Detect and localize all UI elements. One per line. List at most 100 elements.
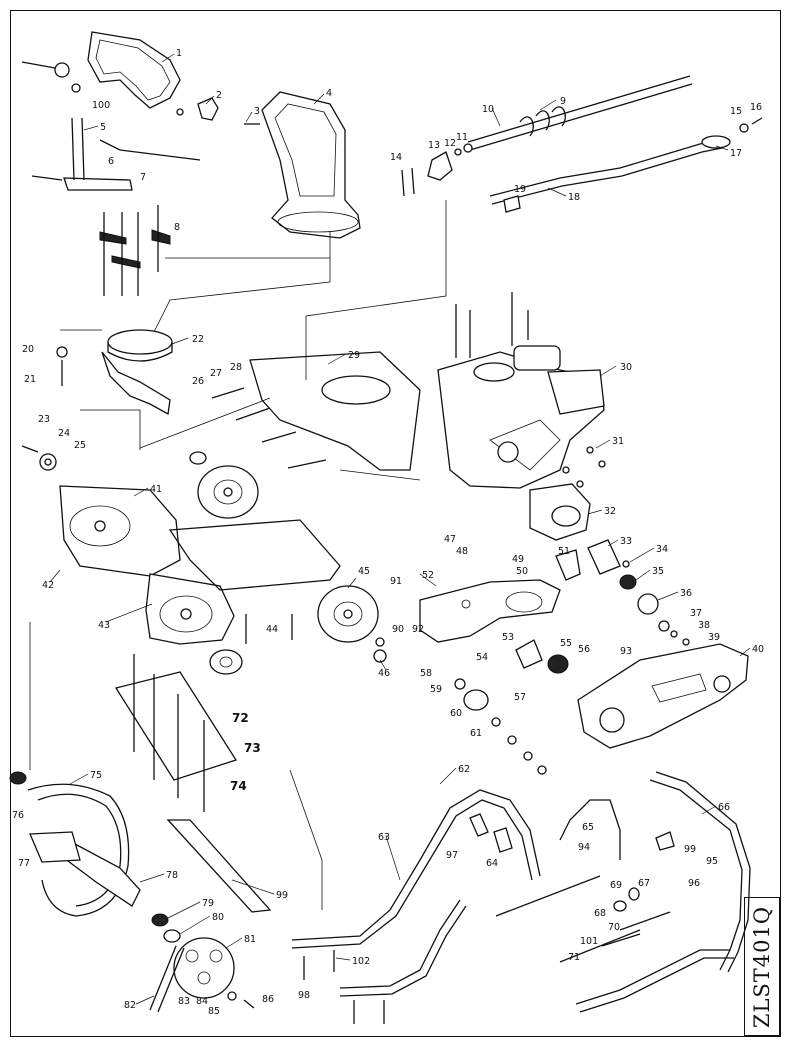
label-33: 33: [620, 536, 632, 547]
fasteners-8: [99, 205, 171, 296]
model-number-box: ZLST401Q: [744, 897, 780, 1036]
label-30: 30: [620, 362, 632, 373]
engine-bolts: [455, 292, 529, 358]
label-53: 53: [502, 632, 514, 643]
label-85: 85: [208, 1006, 220, 1017]
label-22: 22: [192, 334, 204, 345]
belt-cover-40: [577, 643, 749, 749]
label-70: 70: [608, 922, 620, 933]
label-43: 43: [98, 620, 110, 631]
skid-99: [166, 819, 272, 913]
bearing-79: [151, 913, 169, 927]
label-50: 50: [516, 566, 528, 577]
label-12: 12: [444, 138, 456, 149]
label-5: 5: [100, 122, 106, 133]
label-23: 23: [38, 414, 50, 425]
label-19: 19: [514, 184, 526, 195]
label-41: 41: [150, 484, 162, 495]
wheel-upper: [197, 465, 259, 519]
label-61: 61: [470, 728, 482, 739]
label-69: 69: [610, 880, 622, 891]
knob-bolt-100: [21, 61, 81, 93]
label-2: 2: [216, 90, 222, 101]
nut-39: [682, 638, 690, 646]
fasteners-11-14: [401, 143, 473, 197]
pulley-36: [637, 593, 659, 615]
lever-97: [469, 813, 489, 837]
label-11: 11: [456, 132, 468, 143]
label-10: 10: [482, 104, 494, 115]
label-49: 49: [512, 554, 524, 565]
label-17: 17: [730, 148, 742, 159]
label-4: 4: [326, 88, 332, 99]
label-9: 9: [560, 96, 566, 107]
lever-99-right: [655, 831, 675, 851]
label-34: 34: [656, 544, 668, 555]
label-92: 92: [412, 624, 424, 635]
label-86: 86: [262, 994, 274, 1005]
part-67: [628, 887, 640, 901]
washer-15: [739, 123, 749, 133]
label-leader-lines: [49, 53, 751, 1005]
bracket-2: [197, 97, 219, 121]
side-plate-43: [145, 573, 235, 645]
label-48: 48: [456, 546, 468, 557]
label-99-upper: 99: [684, 844, 696, 855]
label-54: 54: [476, 652, 488, 663]
washer-38: [670, 630, 678, 638]
label-101: 101: [580, 936, 598, 947]
chute-deflector: [87, 31, 181, 109]
shaft-33: [587, 539, 621, 575]
label-39: 39: [708, 632, 720, 643]
label-7: 7: [140, 172, 146, 183]
label-1: 1: [176, 48, 182, 59]
ring-80: [163, 929, 181, 943]
nuts-31: [562, 446, 606, 488]
label-65: 65: [582, 822, 594, 833]
hub-upper: [189, 451, 207, 465]
bearing-block: [209, 649, 243, 675]
label-62: 62: [458, 764, 470, 775]
nut-near-2: [176, 108, 184, 116]
label-60: 60: [450, 708, 462, 719]
engine-30: [437, 345, 605, 489]
label-73: 73: [244, 741, 261, 755]
label-52: 52: [422, 570, 434, 581]
rod-70: [619, 911, 671, 931]
label-66: 66: [718, 802, 730, 813]
label-72: 72: [232, 711, 249, 725]
leader-22c: [139, 397, 271, 449]
gearbox-flange-32: [529, 483, 591, 541]
washer-34: [622, 560, 630, 568]
bolts-98-102: [303, 950, 385, 1024]
label-84: 84: [196, 996, 208, 1007]
label-24: 24: [58, 428, 70, 439]
label-81: 81: [244, 934, 256, 945]
wheel-45: [317, 585, 379, 643]
label-75: 75: [90, 770, 102, 781]
label-47: 47: [444, 534, 456, 545]
label-71: 71: [568, 952, 580, 963]
label-93: 93: [620, 646, 632, 657]
label-64: 64: [486, 858, 498, 869]
label-46: 46: [378, 668, 390, 679]
label-78: 78: [166, 870, 178, 881]
impeller-housing-75: [9, 771, 141, 917]
label-29: 29: [348, 350, 360, 361]
label-40: 40: [752, 644, 764, 655]
label-44: 44: [266, 624, 278, 635]
label-35: 35: [652, 566, 664, 577]
auger-housing-41: [59, 485, 181, 577]
label-67: 67: [638, 878, 650, 889]
label-94: 94: [578, 842, 590, 853]
pin-16: [751, 117, 763, 125]
parts-23-25: [21, 445, 57, 471]
label-37: 37: [690, 608, 702, 619]
label-59: 59: [430, 684, 442, 695]
part-number-labels: 1 2 3 4 5 6 7 8 9 10 11 12 13 14 15 16 1…: [12, 48, 764, 1017]
label-15: 15: [730, 106, 742, 117]
handle-63: [291, 789, 541, 997]
washer-37: [658, 620, 670, 632]
rod-101: [601, 933, 641, 947]
